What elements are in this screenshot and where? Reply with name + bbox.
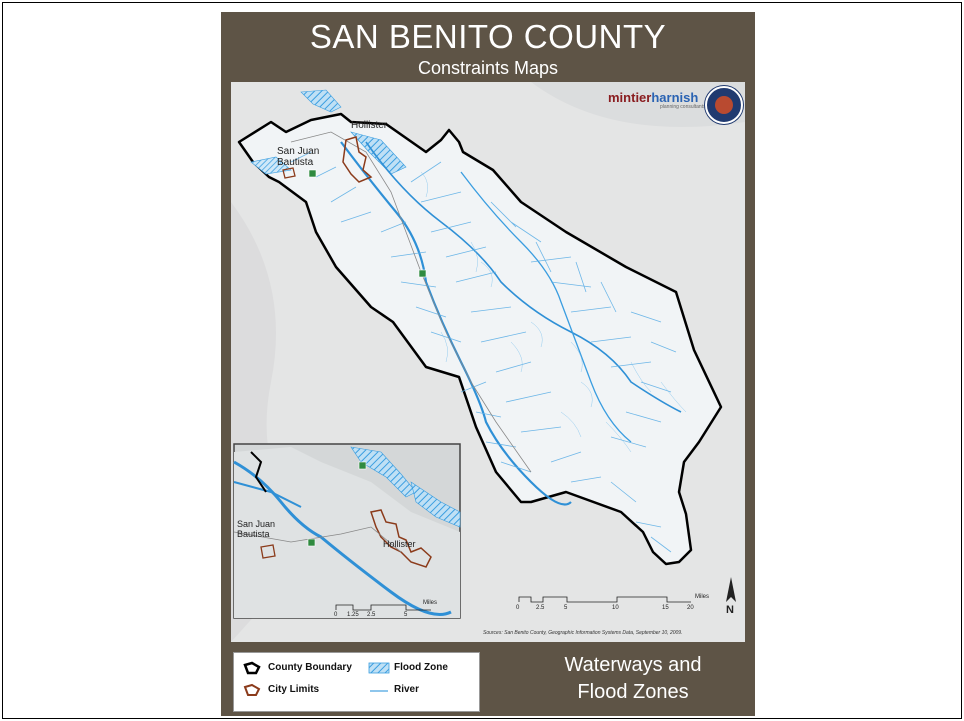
map-theme-title: Waterways and Flood Zones [521, 652, 745, 706]
data-source-note: Sources: San Benito County, Geographic I… [483, 630, 683, 636]
map-poster: SAN BENITO COUNTY Constraints Maps [221, 12, 755, 716]
flood-zone-west [250, 156, 292, 175]
map-legend: County Boundary Flood Zone City Limits R… [233, 652, 480, 712]
flood-zone-hollister [350, 131, 407, 175]
inset-scale-tick-0: 0 [334, 612, 338, 618]
label-san-juan-line1: San Juan [277, 146, 320, 157]
scale-tick-5: 20 [687, 605, 694, 611]
hollister-city-limits [342, 136, 373, 183]
map-title: SAN BENITO COUNTY [309, 18, 667, 55]
inset-label-hollister: Hollister [383, 539, 416, 549]
scale-tick-3: 10 [612, 605, 619, 611]
legend-county-boundary-label: County Boundary [268, 662, 352, 673]
theme-line1: Waterways and [564, 654, 702, 676]
city-limits-icon [243, 683, 261, 696]
scale-tick-1: 2.5 [536, 605, 545, 611]
legend-river: River [368, 683, 473, 697]
inset-scale-tick-2: 2.5 [367, 612, 376, 618]
county-map-svg [231, 82, 745, 642]
logo-part1: mintier [608, 90, 652, 105]
scale-tick-2: 5 [564, 605, 568, 611]
highway-shield-2 [418, 269, 427, 278]
tributaries [290, 151, 677, 553]
label-san-juan-bautista: San Juan Bautista [277, 146, 319, 168]
legend-city-limits: City Limits [242, 683, 367, 697]
inset-label-san-juan-line1: San Juan [237, 519, 276, 529]
highway-shield-1 [308, 169, 317, 178]
inset-scale-unit: Miles [423, 600, 438, 606]
logo-tagline: planning consultants [660, 104, 706, 110]
map-subtitle: Constraints Maps [417, 58, 559, 78]
county-seal-icon [705, 86, 743, 124]
inset-label-san-juan-line2: Bautista [237, 529, 270, 539]
legend-city-limits-label: City Limits [268, 684, 320, 695]
legend-river-label: River [394, 684, 420, 695]
county-boundary-shape [237, 112, 723, 566]
scale-tick-0: 0 [516, 605, 520, 611]
flood-zone-icon [368, 662, 390, 674]
north-label: N [726, 604, 734, 616]
inset-scale-tick-1: 1.25 [347, 612, 359, 618]
scale-unit: Miles [695, 594, 710, 600]
inset-scale-tick-3: 5 [404, 612, 408, 618]
mintier-harnish-logo: mintierharnish planning consultants [608, 90, 706, 110]
legend-flood-zone-label: Flood Zone [394, 662, 448, 673]
map-canvas[interactable]: mintierharnish planning consultants Holl… [231, 82, 745, 642]
inset-label-san-juan-bautista: San Juan Bautista [237, 519, 275, 539]
logo-part2: harnish [651, 90, 699, 105]
legend-flood-zone: Flood Zone [368, 661, 473, 675]
main-scale-bar [518, 596, 691, 603]
label-hollister: Hollister [351, 120, 388, 131]
flood-zone-north [300, 89, 342, 113]
san-juan-city-limits [282, 167, 296, 179]
theme-line2: Flood Zones [577, 681, 689, 703]
inset-map [233, 443, 461, 619]
label-san-juan-line2: Bautista [277, 157, 314, 168]
county-boundary-icon [243, 661, 261, 675]
river-icon [370, 690, 388, 692]
north-arrow-icon [726, 577, 736, 602]
legend-county-boundary: County Boundary [242, 661, 367, 675]
scale-tick-4: 15 [662, 605, 669, 611]
